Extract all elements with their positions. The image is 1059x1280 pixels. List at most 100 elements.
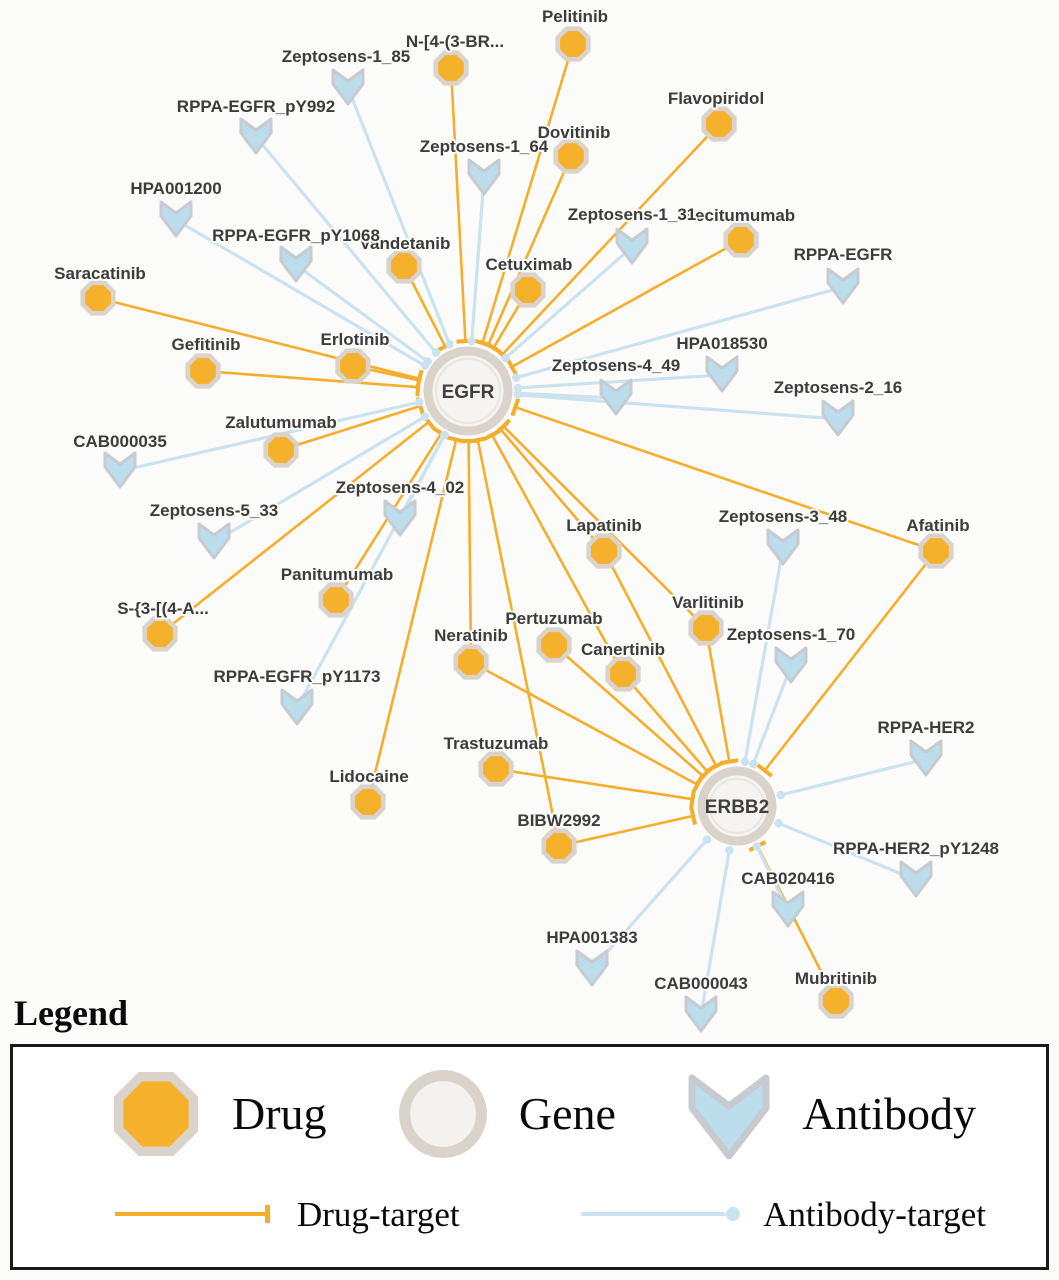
antibody-nodes [103,68,943,1033]
label-z1_70: Zeptosens-1_70 [727,625,856,644]
label-hpa001383: HPA001383 [546,928,637,947]
edge-antibody-z2_16-egfr [513,390,839,421]
edge-drug-lidocaine-egfr [366,435,466,803]
edge-drug-varlitinib-erbb2 [704,627,739,766]
edge-drug-bibw2992-erbb2 [558,806,698,848]
label-saracatinib: Saracatinib [54,264,146,283]
label-pertuzumab: Pertuzumab [505,609,602,628]
label-s3_4a: S-{3-[(4-A... [117,599,209,618]
antibody-node-rppa_egfr_py1068 [279,245,313,283]
edge-antibody-rppa_her2_py1248-erbb2 [774,819,917,882]
edge-drug-neratinib-egfr [459,438,478,663]
label-z3_48: Zeptosens-3_48 [719,507,848,526]
edge-antibody-z1_70-erbb2 [749,665,793,769]
label-mubritinib: Mubritinib [795,969,877,988]
label-z2_16: Zeptosens-2_16 [774,378,903,397]
drug-node-zalutumumab [268,437,294,463]
drug-node-varlitinib [693,615,719,641]
gene-node-icon [398,1070,487,1158]
antibody-node-cab000035 [103,451,137,489]
label-neratinib: Neratinib [434,626,508,645]
drug-node-n4_3br [438,55,464,81]
drug-node-necitumumab [728,227,754,253]
drug-node-icon [113,1071,199,1157]
label-pelitinib: Pelitinib [542,7,608,26]
edge-drug-flavopiridol-egfr [494,123,720,363]
legend-title: Legend [14,993,129,1033]
antibody-node-z1_70 [774,646,808,684]
label-zalutumumab: Zalutumumab [225,413,336,432]
antibody-node-hpa018530 [705,355,739,393]
edge-drug-necitumumab-egfr [505,238,742,376]
edge-drug-canertinib-erbb2 [622,673,716,780]
drug-node-vandetanib [391,253,417,279]
legend-item-gene: Gene [395,1066,616,1162]
antibody-node-z4_02 [383,499,417,537]
antibody-target-edge-icon [581,1207,741,1221]
drug-gene-antibody-network: PelitinibN-[4-(3-BR...FlavopiridolDoviti… [52,5,1001,1033]
edge-antibody-rppa_egfr-egfr [512,285,844,382]
label-rppa_her2_py1248: RPPA-HER2_pY1248 [833,839,999,858]
label-lapatinib: Lapatinib [566,516,642,535]
label-panitumumab: Panitumumab [281,565,393,584]
edge-antibody-rppa_her2-erbb2 [776,757,927,800]
antibody-node-z5_33 [197,522,231,560]
label-rppa_egfr: RPPA-EGFR [794,245,893,264]
label-varlitinib: Varlitinib [672,593,744,612]
label-cab020416: CAB020416 [741,869,835,888]
drug-node-panitumumab [323,587,349,613]
label-z1_85: Zeptosens-1_85 [282,47,411,66]
label-z5_33: Zeptosens-5_33 [150,501,279,520]
edge-drug-pertuzumab-erbb2 [553,644,711,785]
drug-node-saracatinib [85,285,111,311]
label-z4_02: Zeptosens-4_02 [336,478,465,497]
node-labels: PelitinibN-[4-(3-BR...FlavopiridolDoviti… [52,5,1001,995]
legend-item-drug: Drug [108,1066,327,1162]
edge-antibody-cab000043-erbb2 [699,846,734,1016]
edge-drug-s3_4a-egfr [159,413,436,636]
antibody-node-hpa001383 [575,949,609,987]
edge-antibody-z1_85-egfr [346,87,454,349]
label-necitumumab: Necitumumab [683,206,795,225]
legend-antibody-target-label: Antibody-target [763,1194,986,1234]
edge-drug-gefitinib-egfr [202,369,421,397]
drug-node-lidocaine [355,789,381,815]
edge-antibody-z3_48-erbb2 [740,547,785,766]
edge-drug-n4_3br-egfr [449,67,475,344]
edge-drug-afatinib-egfr [510,398,937,553]
legend-item-antibody-target: Antibody-target [579,1197,986,1232]
edge-drug-afatinib-erbb2 [756,550,938,778]
gene-node-erbb2 [697,766,777,846]
antibody-node-z3_48 [766,528,800,566]
legend-item-antibody: Antibody [684,1064,976,1164]
edge-drug-dovitinib-egfr [479,155,573,351]
label-trastuzumab: Trastuzumab [444,734,549,753]
label-vandetanib: Vandetanib [360,234,451,253]
drug-node-canertinib [610,661,636,687]
edge-antibody-z5_33-egfr [213,412,430,544]
label-afatinib: Afatinib [906,516,969,535]
antibody-node-z1_31 [615,227,649,265]
drug-node-neratinib [458,649,484,675]
edge-drug-pelitinib-egfr [473,43,575,348]
drug-node-cetuximab [515,277,541,303]
gene-node-inner-erbb2 [709,778,765,834]
drug-node-lapatinib [591,538,617,564]
edge-drug-varlitinib-egfr [495,418,707,629]
label-z4_49: Zeptosens-4_49 [552,356,681,375]
antibody-node-z2_16 [821,399,855,437]
legend-node-types: Drug Gene Antibody [13,1047,1046,1171]
edge-antibody-z1_64-egfr [467,177,486,346]
edge-drug-lapatinib-egfr [492,421,605,552]
gene-node-egfr [423,346,513,436]
legend-box: Drug Gene Antibody Dru [10,1044,1049,1270]
antibody-node-icon [688,1074,770,1160]
drug-node-gefitinib [190,358,216,384]
edge-antibody-hpa018530-egfr [513,373,723,393]
label-cetuximab: Cetuximab [486,255,573,274]
drug-node-pelitinib [560,31,586,57]
drug-target-edge-icon [115,1205,270,1223]
drug-node-trastuzumab [483,756,509,782]
edge-antibody-hpa001200-egfr [175,218,430,370]
